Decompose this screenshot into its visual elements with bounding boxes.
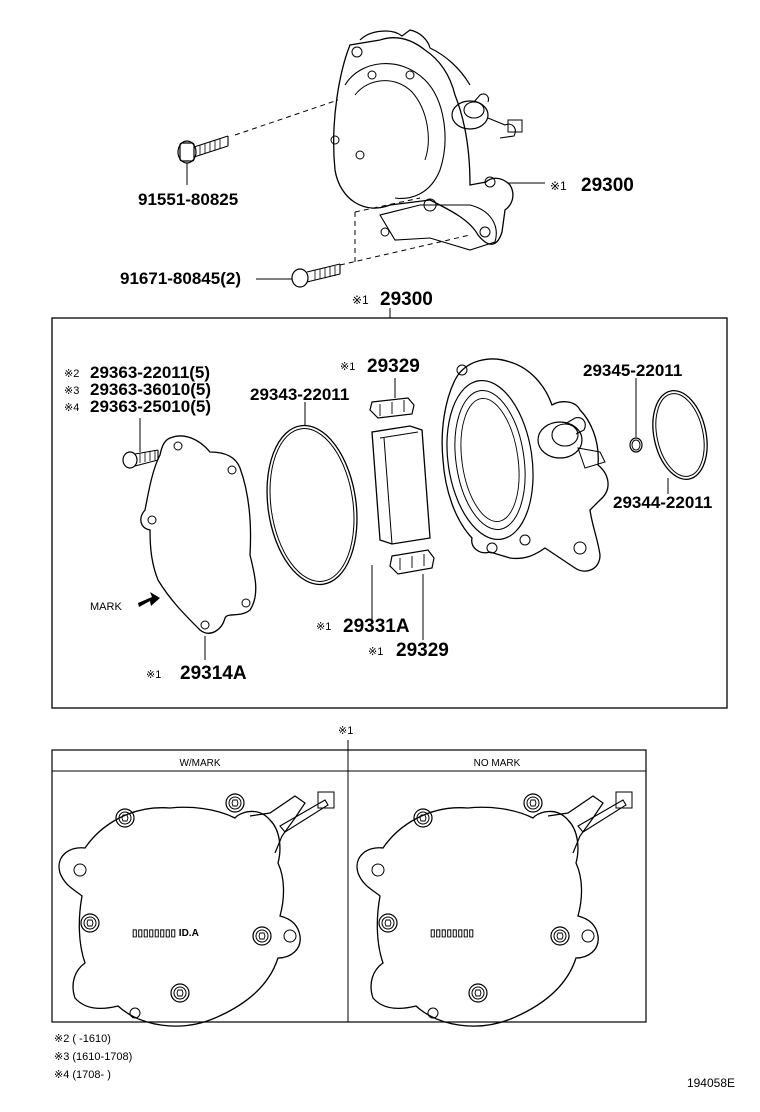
compare-table <box>51 749 647 1023</box>
small-oring-b-label: 29344-22011 <box>613 493 712 512</box>
screw-mark-3: ※4 <box>64 402 79 414</box>
col-nomark-title: NO MARK <box>474 758 521 769</box>
cover-mark: ※1 <box>146 669 161 681</box>
vane-bottom-label: 29329 <box>396 640 449 661</box>
col-wmark-title: W/MARK <box>179 758 220 769</box>
small-oring-drawing <box>629 378 708 494</box>
large-oring-drawing <box>266 402 358 586</box>
screw-part-3: 29363-25010(5) <box>90 397 211 416</box>
note-4: ※4 (1708- ) <box>54 1069 111 1081</box>
cover-label: 29314A <box>180 663 247 684</box>
vane-top-mark: ※1 <box>340 361 355 373</box>
pump-mark-label: ※1 <box>550 179 567 193</box>
vane-top-drawing <box>369 378 415 419</box>
bolt-91671-drawing <box>256 263 341 288</box>
bolt-91551-label: 91551-80825 <box>138 190 238 209</box>
cover-nomark-drawing <box>356 791 633 1027</box>
cover-plate-drawing <box>138 435 257 660</box>
vane-top-label: 29329 <box>367 356 420 377</box>
pump-body-drawing <box>441 358 609 572</box>
note-3: ※3 (1610-1708) <box>54 1051 132 1063</box>
box-header-label: 29300 <box>380 289 433 310</box>
small-oring-a-label: 29345-22011 <box>583 361 682 380</box>
note-2: ※2 ( -1610) <box>54 1033 111 1045</box>
bolt-91551-drawing <box>177 135 229 185</box>
screw-part-1: 29363-22011(5) <box>90 363 210 382</box>
rotor-mark: ※1 <box>316 621 331 633</box>
pump-part-label: 29300 <box>581 175 634 196</box>
rotor-label: 29331A <box>343 616 410 637</box>
wmark-stamp: ▯▯▯▯▯▯▯▯ ID.A <box>132 928 199 939</box>
box-header-mark: ※1 <box>352 293 369 307</box>
vane-bottom-mark: ※1 <box>368 646 383 658</box>
screw-drawing <box>122 418 159 469</box>
vane-bottom-drawing <box>389 549 435 640</box>
bolt-91671-label: 91671-80845(2) <box>120 269 241 288</box>
kit-frame <box>51 317 728 709</box>
screw-mark-1: ※2 <box>64 368 79 380</box>
large-oring-label: 29343-22011 <box>250 385 349 404</box>
compare-title-mark: ※1 <box>338 725 353 737</box>
nomark-stamp: ▯▯▯▯▯▯▯▯ <box>430 928 474 939</box>
diagram-id: 194058E <box>687 1076 735 1090</box>
cover-wmark-drawing <box>58 791 335 1027</box>
screw-mark-2: ※3 <box>64 385 79 397</box>
pump-assembly-drawing <box>234 29 523 266</box>
screw-part-2: 29363-36010(5) <box>90 380 211 399</box>
mark-callout-label: MARK <box>90 601 122 613</box>
rotor-drawing <box>371 425 431 622</box>
